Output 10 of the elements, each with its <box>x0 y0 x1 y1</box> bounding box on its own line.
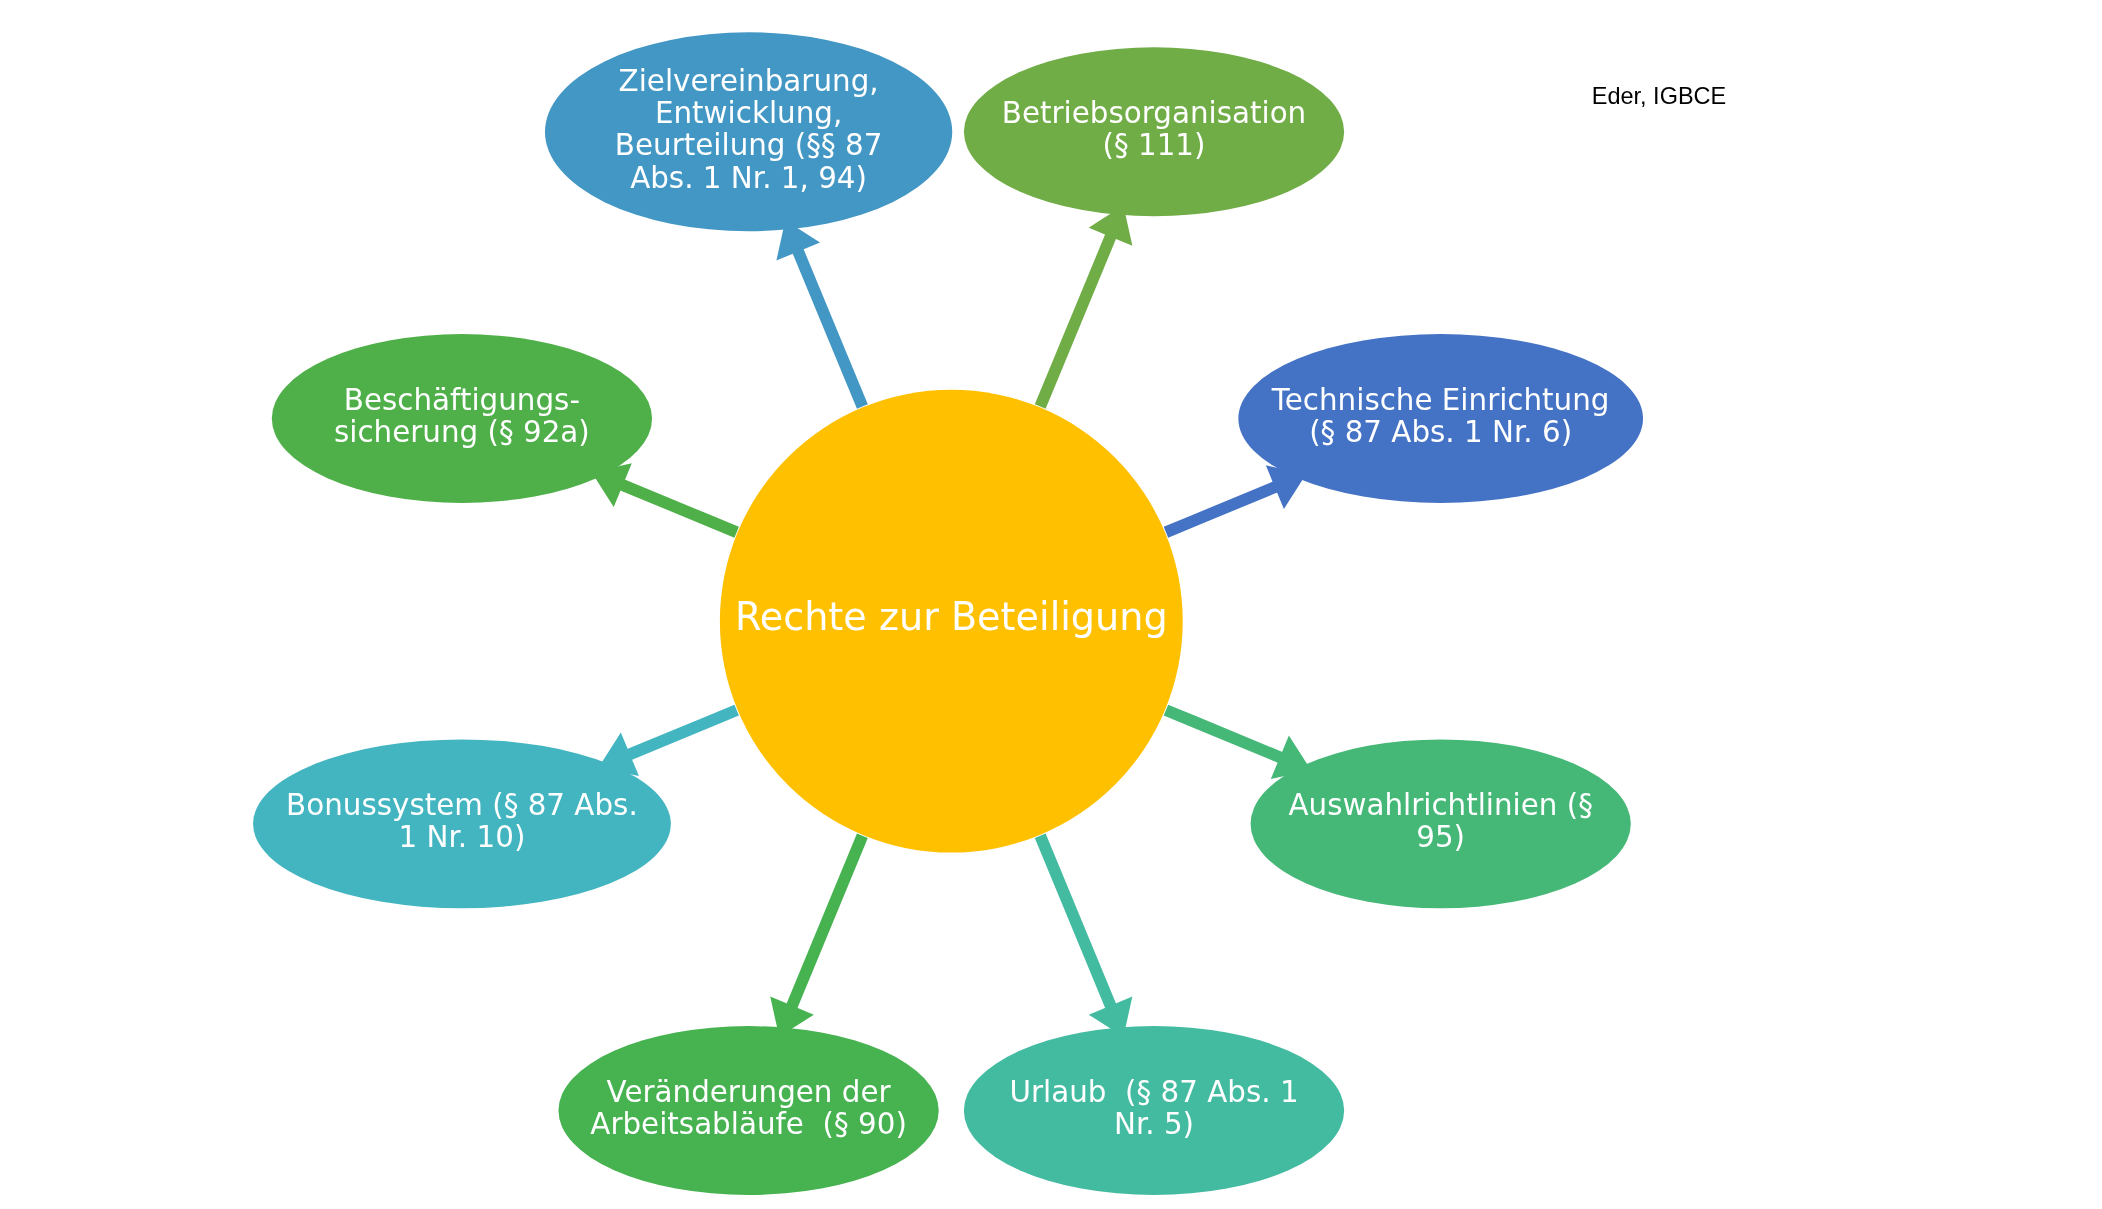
node-ellipse: Veränderungen der Arbeitsabläufe (§ 90) <box>558 1026 939 1195</box>
node-ellipse: Bonussystem (§ 87 Abs. 1 Nr. 10) <box>253 739 671 909</box>
node-ellipse: Zielvereinbarung, Entwicklung, Beurteilung (§§ 87 Abs. 1 Nr. 1, 94) <box>544 32 953 232</box>
node-ellipse: Betriebsorganisation (§ 111) <box>963 47 1345 217</box>
node-circle: Rechte zur Beteiligung <box>719 389 1183 853</box>
node-ellipse: Auswahlrichtlinien (§ 95) <box>1250 739 1631 909</box>
label: Eder, IGBCE <box>1591 83 1727 110</box>
node-ellipse: Beschäftigungs- sicherung (§ 92a) <box>271 334 653 503</box>
node-ellipse: Urlaub (§ 87 Abs. 1 Nr. 5) <box>963 1026 1345 1195</box>
node-ellipse: Technische Einrichtung (§ 87 Abs. 1 Nr. 6) <box>1238 334 1643 503</box>
